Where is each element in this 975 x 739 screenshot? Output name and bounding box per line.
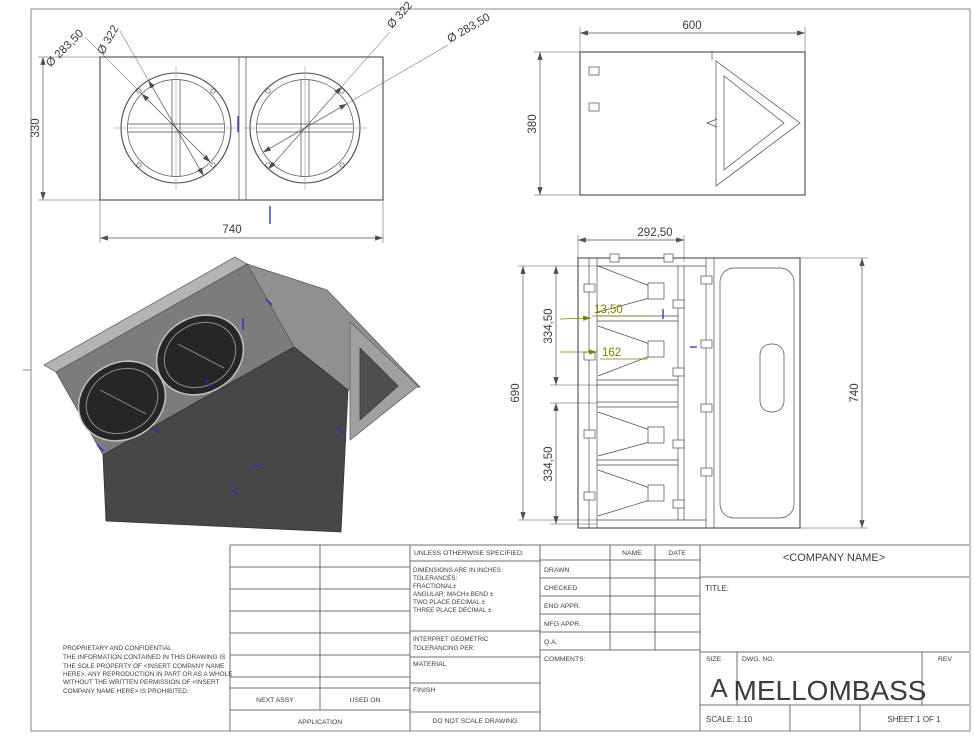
svg-text:380: 380	[527, 114, 539, 133]
front-view-annotation-marks	[237, 116, 271, 224]
note-line-5: TWO PLACE DECIMAL ±	[413, 599, 485, 606]
size-label: SIZE	[706, 656, 722, 663]
svg-text:162: 162	[602, 347, 621, 359]
dim-front-height: 330	[30, 56, 100, 201]
proprietary-title: PROPRIETARY AND CONFIDENTIAL	[63, 645, 172, 652]
svg-text:330: 330	[30, 118, 42, 137]
finish-label: FINISH	[413, 687, 435, 694]
size-value: A	[710, 673, 728, 703]
svg-text:13,50: 13,50	[594, 304, 623, 316]
iso-annotation-marks	[96, 298, 345, 496]
dim-panel-thickness: 13,50	[559, 304, 648, 321]
dwg-no-value: MELLOMBASS	[734, 675, 927, 706]
isometric-view	[43, 256, 421, 533]
proprietary-notice: PROPRIETARY AND CONFIDENTIAL THE INFORMA…	[63, 645, 233, 696]
date-column-header: DATE	[668, 550, 686, 557]
dim-front-width: 740	[99, 200, 384, 243]
proprietary-body: THE INFORMATION CONTAINED IN THIS DRAWIN…	[63, 654, 233, 695]
company-name: <COMPANY NAME>	[783, 552, 885, 564]
dim-chamber-gap: 162	[560, 347, 648, 360]
note-line-4: ANGULAR: MACH± BEND ±	[413, 591, 494, 598]
dwg-no-label: DWG. NO.	[742, 656, 775, 663]
dim-top-depth: 380	[527, 51, 580, 196]
interpret-label-2: TOLERANCING PER:	[413, 645, 475, 652]
dim-dia-outer-left: Ø 322	[96, 24, 122, 57]
note-line-2: TOLERANCES:	[413, 575, 458, 582]
sheet-label: SHEET 1 OF 1	[887, 715, 941, 724]
row-drawn: DRAWN	[544, 567, 570, 574]
dim-section-front-offset: 292,50	[577, 227, 685, 262]
section-annotation-marks	[662, 309, 697, 348]
svg-text:740: 740	[849, 383, 861, 402]
unless-otherwise-label: UNLESS OTHERWISE SPECIFIED:	[414, 550, 524, 557]
svg-text:740: 740	[222, 224, 241, 236]
diameter-dimensions: Ø 283,50 Ø 322 Ø 322 Ø 283,50	[44, 0, 492, 176]
interpret-label-1: INTERPRET GEOMETRIC	[413, 636, 489, 643]
note-line-3: FRACTIONAL±	[413, 583, 457, 590]
dim-section-outer-height: 740	[800, 257, 868, 529]
svg-text:600: 600	[682, 20, 701, 32]
sheet-border	[23, 8, 971, 732]
next-assy-label: NEXT ASSY	[256, 697, 294, 704]
joint-tabs	[583, 253, 713, 509]
rev-label: REV	[938, 656, 952, 663]
svg-text:690: 690	[510, 383, 522, 402]
name-column-header: NAME	[622, 550, 642, 557]
svg-text:334,50: 334,50	[543, 308, 555, 343]
do-not-scale-label: DO NOT SCALE DRAWING	[433, 718, 518, 725]
note-line-1: DIMENSIONS ARE IN INCHES	[413, 567, 501, 574]
side-bracket-panel	[719, 267, 795, 519]
dim-top-width: 600	[579, 20, 806, 52]
row-mfg-appr: MFG APPR.	[544, 621, 581, 628]
dim-section-lower-bay: 334,50	[543, 402, 597, 525]
material-label: MATERIAL	[413, 661, 447, 668]
dim-dia-outer-right: Ø 322	[385, 0, 415, 31]
top-view: 600 380	[527, 20, 806, 196]
row-qa: Q.A.	[544, 639, 558, 646]
dim-section-upper-bay: 334,50	[518, 265, 597, 386]
svg-text:292,50: 292,50	[637, 227, 672, 239]
title-label: TITLE:	[705, 584, 729, 593]
internal-shelves	[597, 315, 678, 466]
row-checked: CHECKED	[544, 585, 577, 592]
row-comments: COMMENTS:	[544, 656, 586, 663]
note-line-6: THREE PLACE DECIMAL ±	[413, 607, 492, 614]
dim-section-inner-height: 690	[510, 266, 597, 521]
title-block: UNLESS OTHERWISE SPECIFIED: DIMENSIONS A…	[229, 544, 969, 731]
application-label: APPLICATION	[298, 719, 343, 726]
section-view: 292,50 334,50 334,50 690 740	[510, 227, 868, 529]
front-view: Ø 283,50 Ø 322 Ø 322 Ø 283,50 330 740	[30, 0, 492, 243]
iso-speaker-hole-right	[155, 314, 245, 396]
dim-dia-inner-left: Ø 283,50	[44, 28, 86, 70]
used-on-label: USED ON	[350, 697, 381, 704]
row-eng-appr: ENG APPR.	[544, 603, 581, 610]
scale-label: SCALE: 1:10	[706, 715, 753, 724]
horn-braces	[597, 265, 665, 517]
svg-text:334,50: 334,50	[543, 446, 555, 481]
dim-dia-inner-right: Ø 283,50	[446, 12, 493, 46]
